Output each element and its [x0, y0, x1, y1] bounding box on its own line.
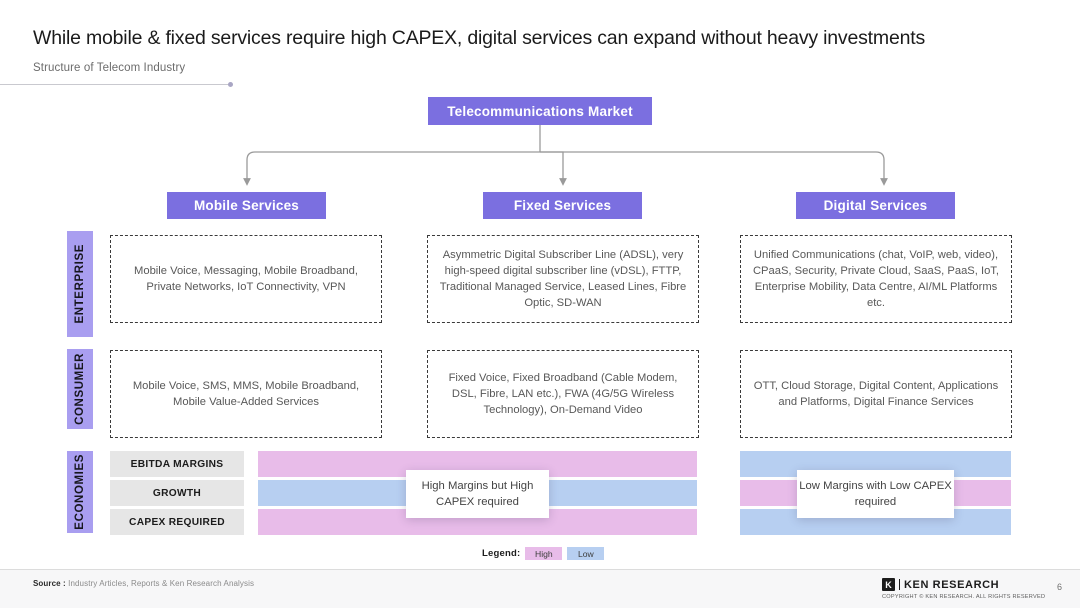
page-subtitle: Structure of Telecom Industry: [33, 62, 186, 74]
segment-label-economies: ECONOMIES: [67, 451, 93, 533]
legend-title: Legend:: [482, 548, 521, 559]
brand-name: KEN RESEARCH: [904, 578, 1000, 591]
ken-research-logo-icon: K: [882, 578, 895, 591]
title-underline-rule: [0, 82, 233, 87]
root-node-telecommunications-market[interactable]: Telecommunications Market: [428, 97, 652, 125]
brand-divider-icon: [899, 579, 900, 590]
category-node-mobile-services[interactable]: Mobile Services: [167, 192, 326, 219]
copyright-text: COPYRIGHT © KEN RESEARCH. ALL RIGHTS RES…: [882, 594, 1046, 600]
page-title: While mobile & fixed services require hi…: [33, 27, 925, 49]
legend-chip-low: Low: [567, 547, 605, 560]
legend-chip-high: High: [525, 547, 563, 560]
cell-consumer-fixed: Fixed Voice, Fixed Broadband (Cable Mode…: [427, 350, 699, 438]
segment-label-enterprise-text: ENTERPRISE: [74, 244, 86, 324]
source-text: Industry Articles, Reports & Ken Researc…: [68, 579, 255, 588]
segment-label-enterprise: ENTERPRISE: [67, 231, 93, 337]
footer-background: [0, 570, 1080, 608]
metric-label-growth: GROWTH: [110, 480, 244, 506]
legend: Legend: High Low: [482, 547, 605, 560]
category-node-digital-services[interactable]: Digital Services: [796, 192, 955, 219]
cell-enterprise-mobile: Mobile Voice, Messaging, Mobile Broadban…: [110, 235, 382, 323]
metric-label-ebitda-margins: EBITDA MARGINS: [110, 451, 244, 477]
source-note: Source : Industry Articles, Reports & Ke…: [33, 579, 254, 588]
callout-low-margins: Low Margins with Low CAPEX required: [797, 470, 954, 518]
page-number: 6: [1057, 582, 1063, 592]
segment-label-consumer: CONSUMER: [67, 349, 93, 429]
segment-label-consumer-text: CONSUMER: [74, 353, 86, 425]
footer-divider: [0, 569, 1080, 570]
cell-consumer-mobile: Mobile Voice, SMS, MMS, Mobile Broadband…: [110, 350, 382, 438]
segment-label-economies-text: ECONOMIES: [74, 454, 86, 530]
metric-label-capex-required: CAPEX REQUIRED: [110, 509, 244, 535]
category-node-fixed-services[interactable]: Fixed Services: [483, 192, 642, 219]
callout-high-margins: High Margins but High CAPEX required: [406, 470, 549, 518]
cell-consumer-digital: OTT, Cloud Storage, Digital Content, App…: [740, 350, 1012, 438]
source-label: Source :: [33, 579, 66, 588]
cell-enterprise-fixed: Asymmetric Digital Subscriber Line (ADSL…: [427, 235, 699, 323]
brand-logo: K KEN RESEARCH: [882, 578, 999, 591]
cell-enterprise-digital: Unified Communications (chat, VoIP, web,…: [740, 235, 1012, 323]
